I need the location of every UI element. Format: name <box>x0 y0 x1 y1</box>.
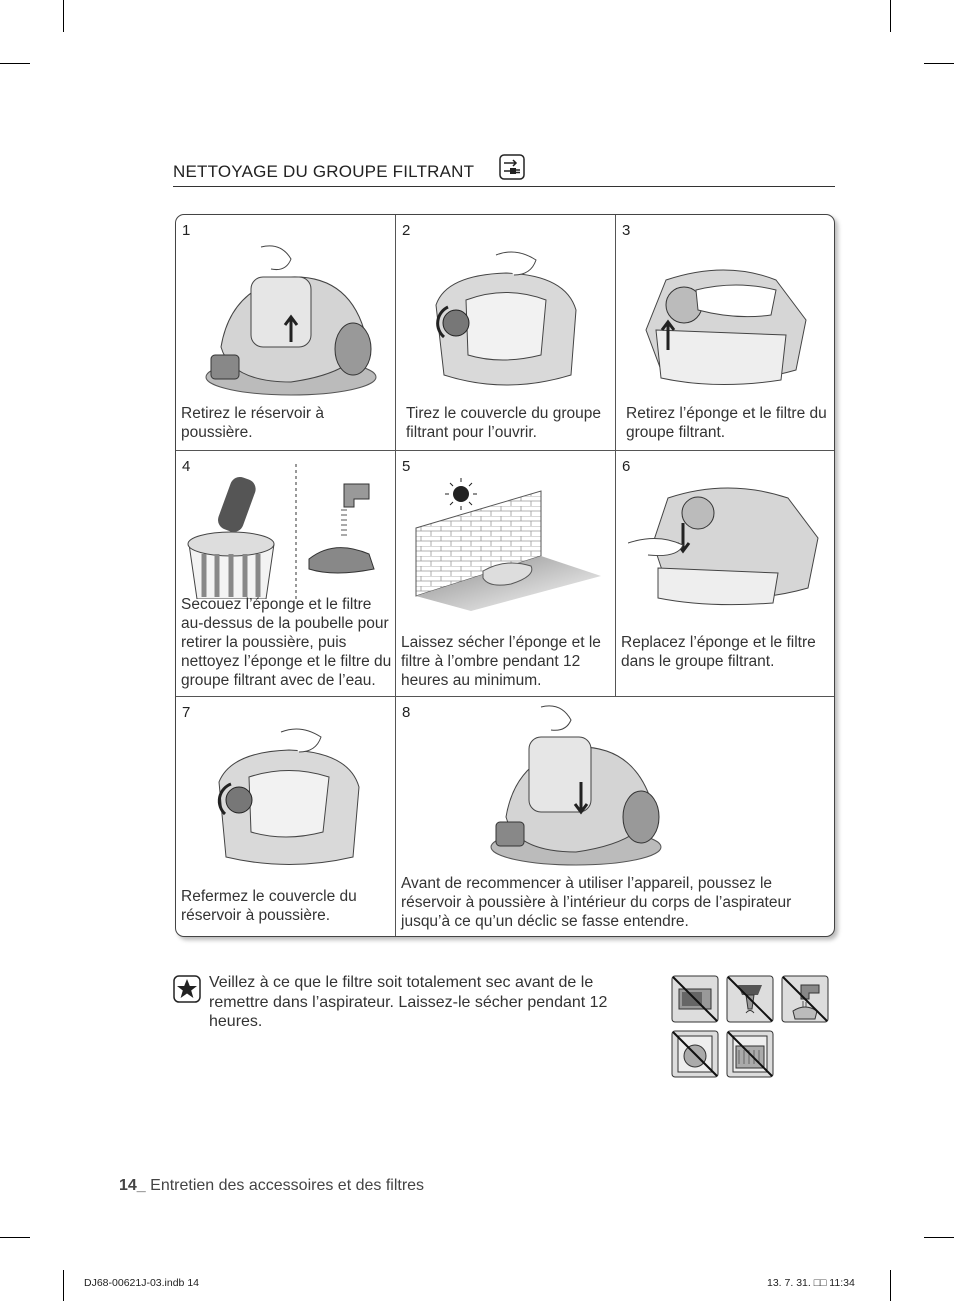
no-dishwasher-icon <box>726 1030 774 1078</box>
step-2: 2 Tirez le couvercle du groupe filtrant … <box>396 215 615 450</box>
page-footer: 14_ Entretien des accessoires et des fil… <box>119 1177 424 1195</box>
step-number: 7 <box>182 704 190 721</box>
step-caption: Replacez l’éponge et le filtre dans le g… <box>621 633 829 671</box>
close-lid-illustration <box>211 722 366 872</box>
dry-in-shade-illustration <box>411 476 601 611</box>
crop-mark <box>63 1270 64 1301</box>
step-5: 5 Laissez sécher l’éponge et le filtre à… <box>396 451 615 696</box>
steps-grid: 1 Retirez le réservoir à poussière. 2 Ti… <box>175 214 835 937</box>
step-3: 3 Retirez l’éponge et le filtre du group… <box>616 215 834 450</box>
crop-mark <box>63 0 64 32</box>
step-caption: Laissez sécher l’éponge et le filtre à l… <box>401 633 611 690</box>
step-1: 1 Retirez le réservoir à poussière. <box>176 215 395 450</box>
no-microwave-icon <box>671 975 719 1023</box>
step-caption: Retirez l’éponge et le filtre du groupe … <box>626 404 832 442</box>
footer-title: Entretien des accessoires et des filtres <box>146 1177 424 1194</box>
crop-mark <box>0 63 30 64</box>
vacuum-remove-bin-illustration <box>191 237 386 397</box>
note-star-icon <box>173 975 201 1003</box>
step-number: 3 <box>622 222 630 239</box>
step-4: 4 Secouez l’éponge et le filtre au-dessu… <box>176 451 395 696</box>
crop-mark <box>890 1270 891 1301</box>
step-6: 6 Replacez l’éponge et le filtre dans le… <box>616 451 834 696</box>
step-caption: Secouez l’éponge et le filtre au-dessus … <box>181 595 393 690</box>
no-hairdryer-icon <box>726 975 774 1023</box>
step-8: 8 Avant de recommencer à utiliser l’appa… <box>396 697 834 936</box>
step-caption: Tirez le couvercle du groupe filtrant po… <box>406 404 611 442</box>
no-tap-water-icon <box>781 975 829 1023</box>
step-number: 2 <box>402 222 410 239</box>
step-7: 7 Refermez le couvercle du réservoir à p… <box>176 697 395 936</box>
remove-sponge-filter-illustration <box>636 260 811 395</box>
vacuum-insert-bin-illustration <box>481 702 671 867</box>
print-info-right: 13. 7. 31. □□ 11:34 <box>767 1277 855 1289</box>
filter-lid-open-illustration <box>426 245 586 395</box>
crop-mark <box>0 1237 30 1238</box>
page-number: 14_ <box>119 1177 146 1194</box>
step-number: 5 <box>402 458 410 475</box>
step-number: 1 <box>182 222 190 239</box>
crop-mark <box>924 1237 954 1238</box>
unplug-icon <box>499 154 525 180</box>
no-washing-machine-icon <box>671 1030 719 1078</box>
crop-mark <box>890 0 891 32</box>
step-caption: Retirez le réservoir à poussière. <box>181 404 381 442</box>
print-info-left: DJ68-00621J-03.indb 14 <box>84 1277 199 1289</box>
step-caption: Avant de recommencer à utiliser l’appare… <box>401 874 826 931</box>
replace-sponge-filter-illustration <box>628 473 823 608</box>
section-title: NETTOYAGE DU GROUPE FILTRANT <box>173 162 474 182</box>
shake-and-wash-illustration <box>184 459 389 599</box>
section-header: NETTOYAGE DU GROUPE FILTRANT <box>173 160 835 187</box>
note-text: Veillez à ce que le filtre soit totaleme… <box>209 973 629 1032</box>
step-number: 8 <box>402 704 410 721</box>
crop-mark <box>924 63 954 64</box>
step-caption: Refermez le couvercle du réservoir à pou… <box>181 887 386 925</box>
